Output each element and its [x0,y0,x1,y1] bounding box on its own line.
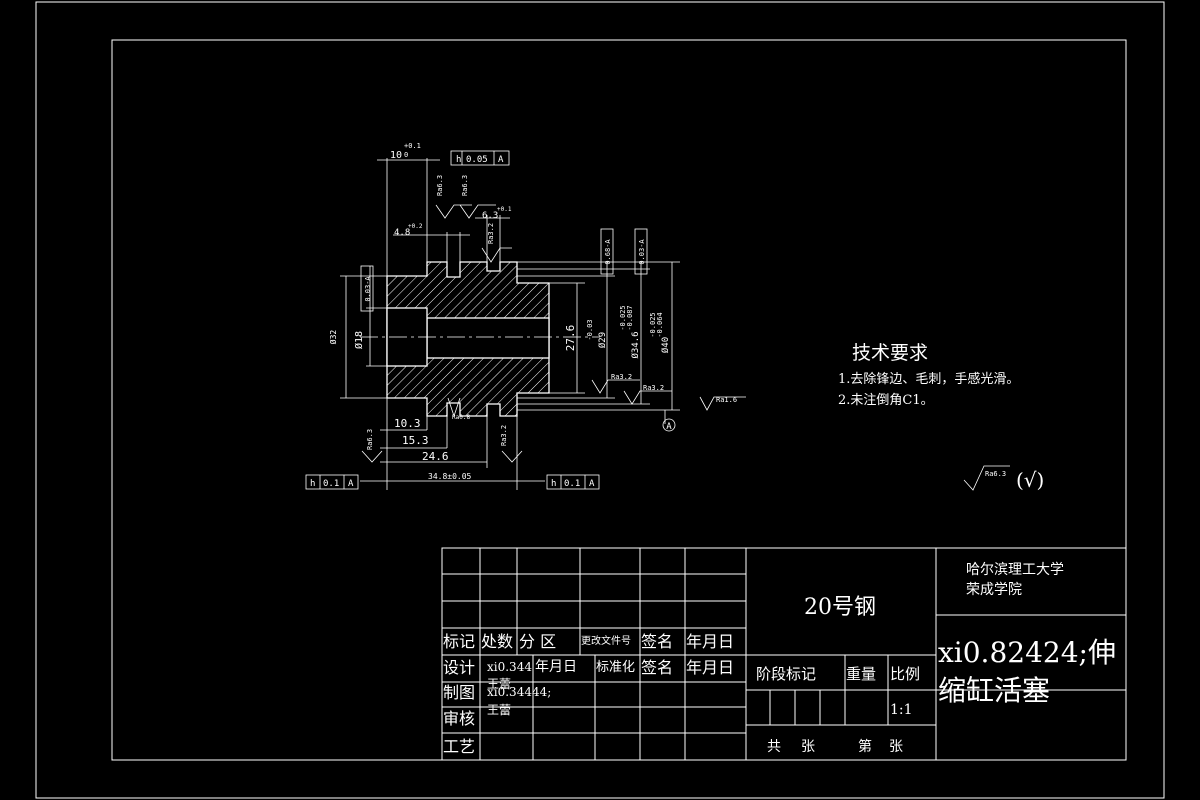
sheji-name-2: 王蕾 [487,677,511,691]
default-ra-suffix: (√) [1016,468,1044,492]
dim-40: Ø40 [660,337,671,353]
header-chushu: 处数 [481,632,513,651]
biaozhunhua: 标准化 [596,660,635,675]
fcf-br-datum: A [589,479,595,489]
dim-6-3-tol: +0.1 [497,206,512,213]
dim-6-3: 6.3 [482,211,498,221]
default-roughness: Ra6.3 (√) [985,468,1044,492]
fcf-v-b-text: 0.03-A [638,239,646,265]
dim-40-tol2: -0.064 [656,312,664,337]
tech-req-item-1: 1.去除锋边、毛刺，手感光滑。 [838,371,1019,387]
ra-label-f: Ra1.6 [716,396,737,404]
zhitu-name: xi0.34444; [487,685,551,699]
fcf-br-value: 0.1 [564,479,580,489]
scale-value: 1:1 [890,702,913,718]
part-section [360,261,600,417]
row-gongyi: 工艺 [443,737,475,756]
dim-32: Ø32 [328,330,338,345]
di-label: 第 [858,738,872,755]
default-ra-value: Ra6.3 [985,470,1006,478]
fcf-bottom-left: h 0.1 A [305,474,359,490]
sheji-date: 年月日 [535,659,577,675]
fcf-bl-datum: A [348,479,354,489]
dim-4-8-tol: +0.2 [408,223,423,230]
dim-29: Ø29 [597,332,608,348]
dim-10: 10 [390,150,402,161]
dim-24-6: 24.6 [422,450,449,463]
dim-10-tol2: 0 [404,151,408,159]
fcf-v-a-text: 0.68-A [604,239,612,265]
fcf-bl-symbol: h [310,479,315,489]
dim-40-tol1: -0.025 [649,312,657,337]
tech-req-title: 技术要求 [852,342,928,364]
tech-req-item-2: 2.未注倒角C1。 [838,393,934,408]
fcf-vertical-frames [360,228,648,312]
dim-4-8: 4.8 [394,228,410,238]
ra-label-d: Ra3.2 [611,373,632,381]
jieduan-biaoji: 阶段标记 [756,665,816,683]
fcf-top-datum: A [498,155,504,165]
school-line-1: 哈尔滨理工大学 [966,562,1064,578]
header-nianyueri: 年月日 [686,632,734,651]
nianyueri-2: 年月日 [686,658,734,677]
ra-label-c: Ra3.2 [487,223,495,244]
fcf-v-c-text: 0.03-A [364,276,372,302]
drawing-name-2: 缩缸活塞 [938,674,1050,707]
dim-34-8: 34.8±0.05 [428,472,472,481]
zhang-label-2: 张 [889,739,903,755]
fcf-bl-value: 0.1 [323,479,339,489]
ra-label-i: Ra3.2 [500,425,508,446]
dimension-texts: 10 +0.1 0 Ra6.3 Ra6.3 6.3 +0.1 Ra3.2 4.8… [328,142,737,481]
dim-10-tol: +0.1 [404,142,421,150]
ra-label-a: Ra6.3 [436,175,444,196]
roughness-symbols [361,204,1010,491]
qianming-2: 签名 [641,658,673,677]
datum-symbol: A [662,418,676,432]
header-fenqu: 分 区 [519,632,556,651]
row-zhitu: 制图 [443,683,475,702]
part-bore [426,317,550,359]
fcf-br-symbol: h [551,479,556,489]
dim-34-6-tol1: -0.025 [619,305,627,330]
fcf-top-symbol: h [456,155,461,165]
extension-lines [340,158,680,490]
gong-label: 共 [767,739,781,755]
datum-label: A [666,422,672,432]
dim-34-6: Ø34.6 [630,331,641,358]
fcf-top-value: 0.05 [466,155,488,165]
title-block-text: 20号钢 哈尔滨理工大学 荣成学院 xi0.82424;伸 缩缸活塞 标记 处数… [443,562,1116,756]
row-sheji: 设计 [443,658,475,677]
ra-label-g: Ra0.8 [452,414,470,421]
outer-border [35,1,1165,799]
dim-10-3: 10.3 [394,417,421,430]
material-label: 20号钢 [804,595,876,620]
drawing-name-1: xi0.82424;伸 [938,636,1116,669]
bili: 比例 [890,665,920,683]
ra-label-e: Ra3.2 [643,384,664,392]
header-qianming: 签名 [641,632,673,651]
school-line-2: 荣成学院 [966,582,1022,598]
dim-15-3: 15.3 [402,434,429,447]
dim-18: Ø18 [353,331,365,349]
dim-29-tol: -0.03 [586,319,594,340]
fcf-top: h 0.05 A [450,150,510,166]
tech-requirements: 技术要求 1.去除锋边、毛刺，手感光滑。 2.未注倒角C1。 [838,342,1019,408]
zhongliang: 重量 [846,665,876,683]
row-shenhe: 审核 [443,709,475,728]
header-biaoji: 标记 [443,632,475,651]
dim-34-6-tol2: -0.087 [626,305,634,330]
ra-label-b: Ra6.3 [461,175,469,196]
sheji-name: xi0.344 [487,660,532,674]
zhang-label-1: 张 [801,739,815,755]
zhitu-name-2: 王蕾 [487,703,511,717]
ra-label-h: Ra6.3 [366,429,374,450]
dim-27-6: 27.6 [564,325,577,352]
fcf-bottom-right: h 0.1 A [546,474,600,490]
header-genggai: 更改文件号 [581,634,631,647]
title-block-lines [441,547,1127,761]
